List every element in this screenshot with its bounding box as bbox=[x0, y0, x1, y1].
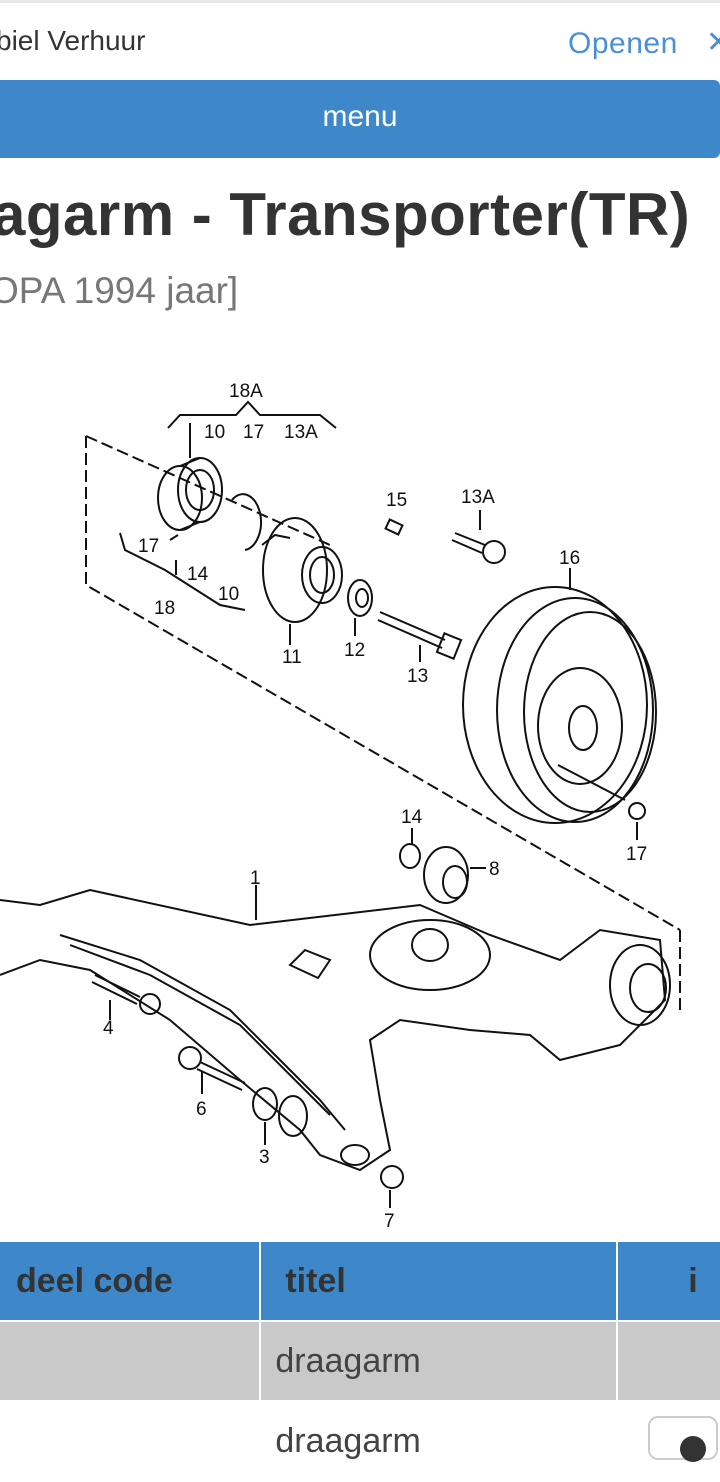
cell-title: draagarm bbox=[259, 1320, 618, 1402]
table-row[interactable]: draagarm bbox=[0, 1320, 720, 1402]
cell-info bbox=[615, 1320, 720, 1402]
part-number-label: 14 bbox=[187, 564, 209, 585]
cell-title: draagarm bbox=[259, 1400, 618, 1482]
table-row[interactable]: draagarm bbox=[0, 1400, 720, 1482]
page-subtitle: OPA 1994 jaar] bbox=[0, 270, 239, 311]
column-header-code[interactable]: deel code bbox=[0, 1240, 262, 1322]
part-number-label: 6 bbox=[196, 1099, 207, 1120]
column-header-title[interactable]: titel bbox=[259, 1240, 618, 1322]
part-number-label: 17 bbox=[138, 536, 159, 557]
menu-label: menu bbox=[322, 100, 398, 133]
cell-code bbox=[0, 1320, 262, 1402]
ad-banner[interactable]: biel Verhuur Openen ✕ bbox=[0, 0, 720, 78]
close-icon[interactable]: ✕ bbox=[706, 26, 720, 59]
part-number-label: 15 bbox=[386, 490, 407, 511]
part-number-label: 18A bbox=[229, 381, 263, 402]
part-number-label: 1 bbox=[250, 868, 261, 889]
menu-button[interactable]: menu bbox=[0, 80, 720, 158]
part-number-label: 14 bbox=[401, 807, 423, 828]
part-number-label: 3 bbox=[259, 1147, 270, 1168]
part-number-label: 10 bbox=[204, 422, 225, 443]
ad-title: biel Verhuur bbox=[0, 25, 146, 56]
parts-table: deel code titel i draagarm draagarm bbox=[0, 1240, 720, 1482]
part-number-label: 16 bbox=[559, 548, 580, 569]
part-number-label: 4 bbox=[103, 1018, 114, 1039]
part-number-label: 10 bbox=[218, 584, 239, 605]
page-title: agarm - Transporter(TR) bbox=[0, 181, 691, 248]
info-button[interactable] bbox=[648, 1416, 718, 1462]
part-number-label: 13A bbox=[284, 422, 318, 443]
part-number-label: 8 bbox=[489, 859, 500, 880]
part-number-label: 13 bbox=[407, 666, 428, 687]
parts-diagram: 18A 10 17 13A 15 13A 16 17 14 10 18 11 1… bbox=[0, 381, 681, 1232]
open-button[interactable]: Openen bbox=[568, 27, 678, 60]
part-number-label: 13A bbox=[461, 487, 495, 508]
part-number-label: 17 bbox=[626, 844, 647, 865]
part-number-label: 12 bbox=[344, 640, 365, 661]
column-header-info[interactable]: i bbox=[615, 1240, 720, 1322]
part-number-label: 11 bbox=[282, 647, 302, 668]
cell-code bbox=[0, 1400, 262, 1482]
part-number-label: 17 bbox=[243, 422, 264, 443]
part-number-label: 7 bbox=[384, 1211, 395, 1232]
part-number-label: 18 bbox=[154, 598, 175, 619]
